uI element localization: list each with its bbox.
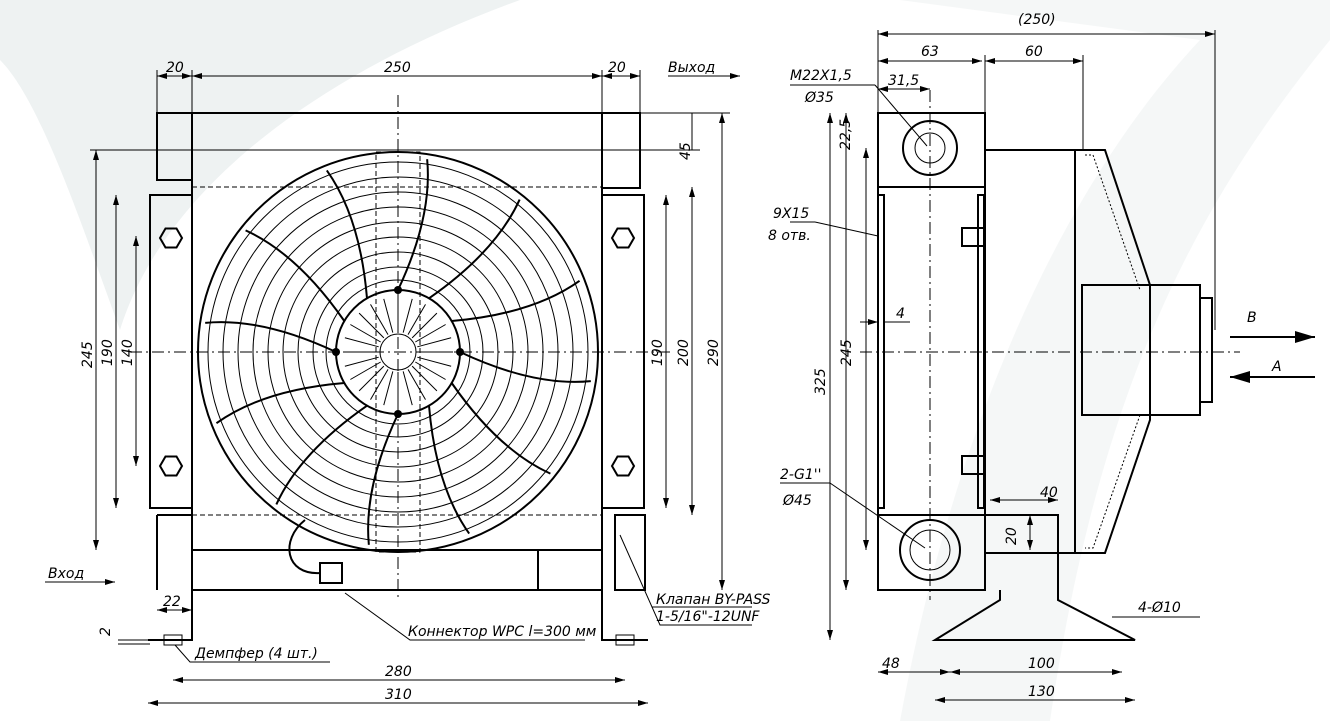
dim-4: 4 (896, 306, 905, 322)
dim-190-left: 190 (100, 339, 116, 366)
flow-a-label: A (1271, 359, 1282, 375)
dim-40: 40 (1040, 485, 1058, 501)
hub-rib (358, 312, 385, 339)
hub-rib (417, 356, 452, 367)
dim-130: 130 (1028, 684, 1055, 700)
dim-325: 325 (813, 368, 829, 395)
dim-250: 250 (384, 60, 411, 76)
connector-cable (288, 519, 321, 575)
damper-left (163, 634, 183, 646)
dim-45: 45 (678, 142, 694, 160)
lower-port-thread: 2-G1'' (780, 467, 821, 483)
outlet-label: Выход (668, 60, 715, 76)
flow-b-label: B (1247, 310, 1257, 326)
hub-rib (344, 337, 379, 348)
mounting-feet (148, 514, 648, 641)
dim-310: 310 (385, 687, 412, 703)
guard-spoke (459, 351, 591, 383)
dim-20-right: 20 (608, 60, 626, 76)
inlet-block (156, 112, 193, 181)
slot-size: 9X15 (773, 206, 809, 222)
hex-bolt-icon (610, 227, 636, 249)
guard-spoke (245, 229, 346, 322)
port-diameter: Ø35 (804, 90, 834, 106)
guard-spoke (367, 413, 399, 545)
mount-holes: 4-Ø10 (1138, 600, 1181, 616)
bypass-label: Клапан BY-PASS (656, 592, 771, 608)
dim-22: 22 (163, 594, 181, 610)
bypass-thread: 1-5/16"-12UNF (656, 609, 760, 625)
dim-100: 100 (1028, 656, 1055, 672)
hub-rib (358, 365, 385, 392)
guard-spoke (397, 159, 429, 291)
guard-spoke (450, 382, 551, 475)
hub-rib (407, 369, 426, 400)
dim-200: 200 (676, 339, 692, 366)
dim-22-5: 22,5 (838, 119, 854, 150)
dim-20-side: 20 (1004, 527, 1020, 545)
hex-bolt-icon (158, 455, 184, 477)
hub-rib (417, 337, 452, 348)
dim-20-left: 20 (166, 60, 184, 76)
damper-right (615, 634, 635, 646)
damper-label: Демпфер (4 шт.) (194, 646, 318, 662)
inlet-label: Вход (48, 566, 84, 582)
dim-overall-250: (250) (1018, 12, 1056, 28)
guard-spoke (215, 382, 345, 424)
hub-rib (415, 324, 446, 343)
dim-48: 48 (882, 656, 900, 672)
hub-rib (370, 369, 389, 400)
side-foot (931, 514, 1136, 641)
hub-rib (407, 304, 426, 335)
hex-bolt-icon (610, 455, 636, 477)
hub-rib (402, 371, 413, 406)
lower-port-diameter: Ø45 (782, 493, 812, 509)
guard-spoke (205, 321, 337, 353)
dim-60: 60 (1025, 44, 1043, 60)
dim-290: 290 (706, 339, 722, 366)
hub-bolt (394, 286, 402, 294)
hub-rib (383, 371, 394, 406)
guard-spoke (428, 405, 470, 535)
hub-rib (411, 312, 438, 339)
connector-label: Коннектор WPC l=300 мм (408, 624, 597, 640)
guard-spoke (326, 169, 368, 299)
dim-63: 63 (921, 44, 939, 60)
front-view (45, 70, 752, 706)
hub-rib (383, 298, 394, 333)
side-view (780, 30, 1315, 703)
watermark (900, 0, 1330, 721)
dim-245-side: 245 (839, 339, 855, 366)
wpc-connector (319, 562, 343, 584)
hub-rib (344, 356, 379, 367)
watermark (0, 0, 520, 330)
dim-140-left: 140 (120, 339, 136, 366)
slot-count: 8 отв. (768, 228, 811, 244)
guard-spoke (428, 199, 521, 300)
dim-190-right: 190 (650, 339, 666, 366)
dim-280: 280 (385, 664, 412, 680)
dim-245-left: 245 (80, 341, 96, 368)
guard-spoke (451, 280, 581, 322)
bypass-valve (614, 514, 646, 591)
dim-2: 2 (98, 627, 114, 636)
hub-rib (402, 298, 413, 333)
hub-rib (370, 304, 389, 335)
guard-spoke (275, 404, 368, 505)
hub-rib (411, 365, 438, 392)
port-thread: M22X1,5 (790, 68, 852, 84)
dim-31-5: 31,5 (888, 73, 919, 89)
hex-bolt-icon (158, 227, 184, 249)
